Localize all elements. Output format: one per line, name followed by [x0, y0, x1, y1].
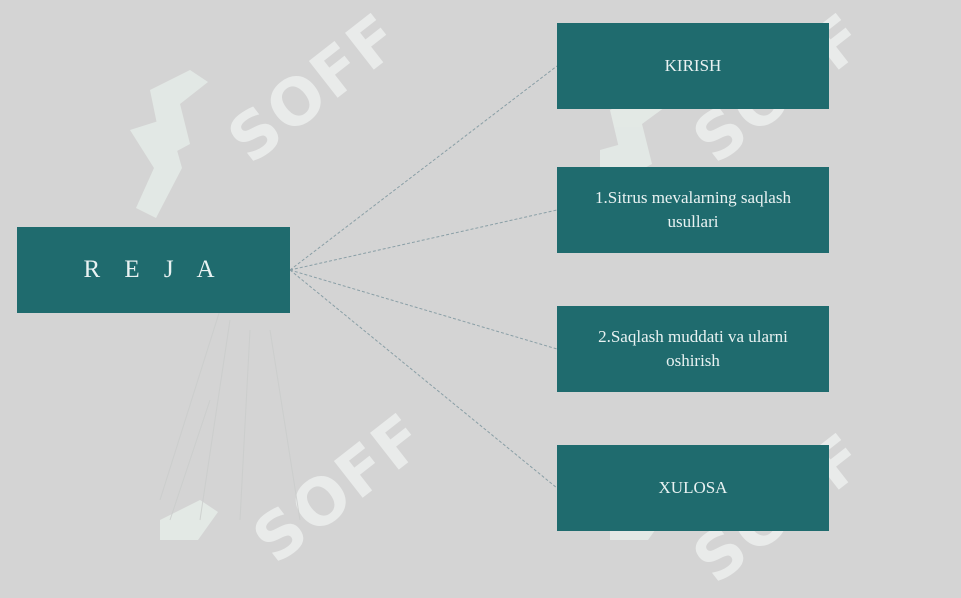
node-xulosa: XULOSA — [557, 445, 829, 531]
connector-line — [289, 65, 558, 271]
node-label: 2.Saqlash muddati va ularni oshirish — [598, 327, 788, 370]
connector-lines — [159, 65, 558, 521]
node-label: KIRISH — [664, 56, 722, 75]
root-node-reja: R E J A — [17, 227, 290, 313]
connector-line — [289, 269, 558, 489]
node-saqlash-muddati: 2.Saqlash muddati va ularni oshirish — [557, 306, 829, 392]
node-label: 1.Sitrus mevalarning saqlash usullari — [595, 188, 791, 231]
connector-line — [289, 269, 558, 350]
node-label: XULOSA — [658, 478, 728, 497]
connector-line — [289, 209, 558, 271]
decorative-sketch-line — [159, 309, 301, 521]
node-kirish: KIRISH — [557, 23, 829, 109]
root-node-label: R E J A — [83, 256, 224, 283]
node-sitrus-saqlash: 1.Sitrus mevalarning saqlash usullari — [557, 167, 829, 253]
